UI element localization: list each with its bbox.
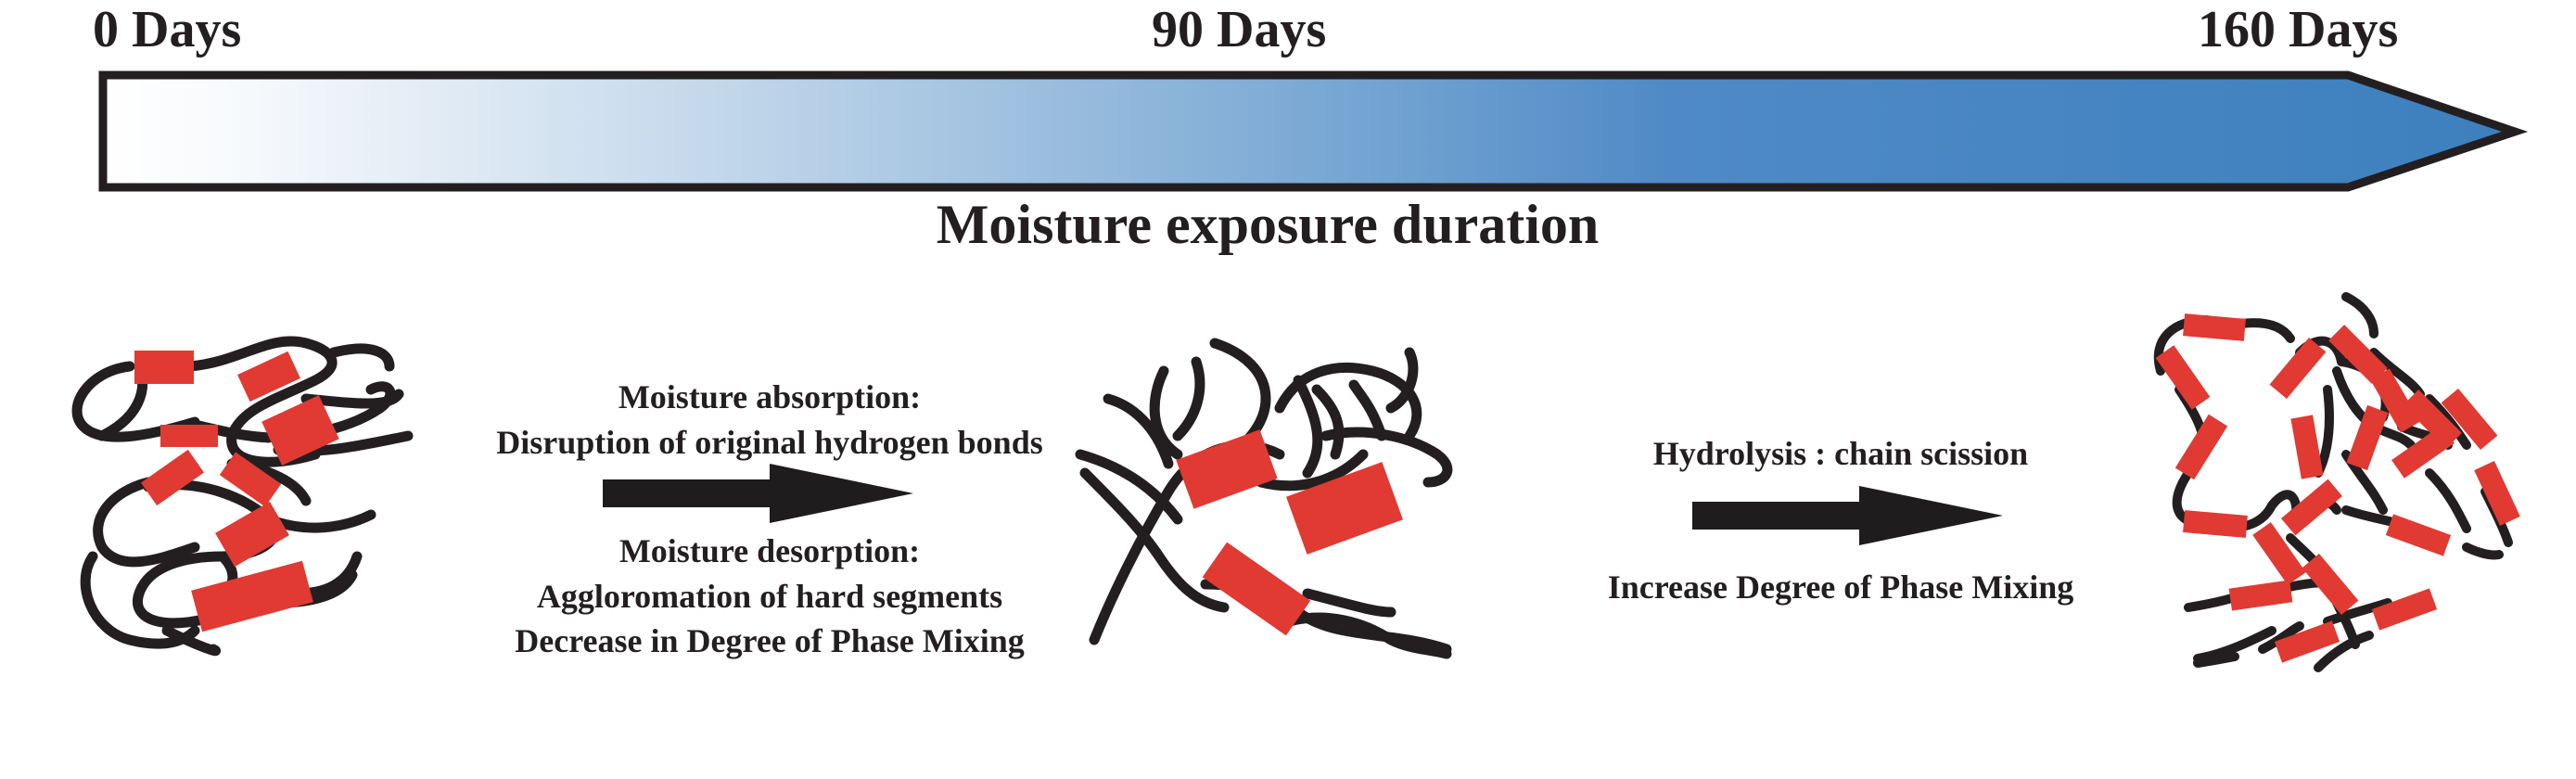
transition1-bottom-line1: Aggloromation of hard segments bbox=[536, 577, 1003, 615]
transition1-top-caption: Moisture absorption: Disruption of origi… bbox=[487, 375, 1052, 465]
transition1-bottom-title: Moisture desorption: bbox=[618, 532, 921, 569]
transition2-arrow bbox=[1692, 486, 2003, 545]
stage2-hard-segments bbox=[1176, 429, 1403, 636]
transition2-bottom-caption: Increase Degree of Phase Mixing bbox=[1607, 568, 2074, 606]
stage1-hard-segments bbox=[134, 351, 339, 632]
stage3-morphology bbox=[2153, 292, 2513, 672]
timeline-arrow bbox=[98, 70, 2529, 192]
transition1-arrow bbox=[603, 464, 913, 523]
transition1-top-title: Moisture absorption: bbox=[618, 378, 922, 415]
transition1-bottom-caption: Moisture desorption: Aggloromation of ha… bbox=[487, 529, 1052, 664]
label-160-days: 160 Days bbox=[2198, 1, 2399, 58]
stage3-hard-segments bbox=[2155, 313, 2520, 663]
label-90-days: 90 Days bbox=[1152, 1, 1327, 58]
transition2-top-caption: Hydrolysis : chain scission bbox=[1652, 435, 2029, 472]
transition1-top-text: Disruption of original hydrogen bonds bbox=[496, 423, 1043, 461]
transition1-bottom-line2: Decrease in Degree of Phase Mixing bbox=[515, 622, 1025, 660]
axis-title: Moisture exposure duration bbox=[936, 194, 1600, 255]
label-0-days: 0 Days bbox=[93, 1, 242, 58]
